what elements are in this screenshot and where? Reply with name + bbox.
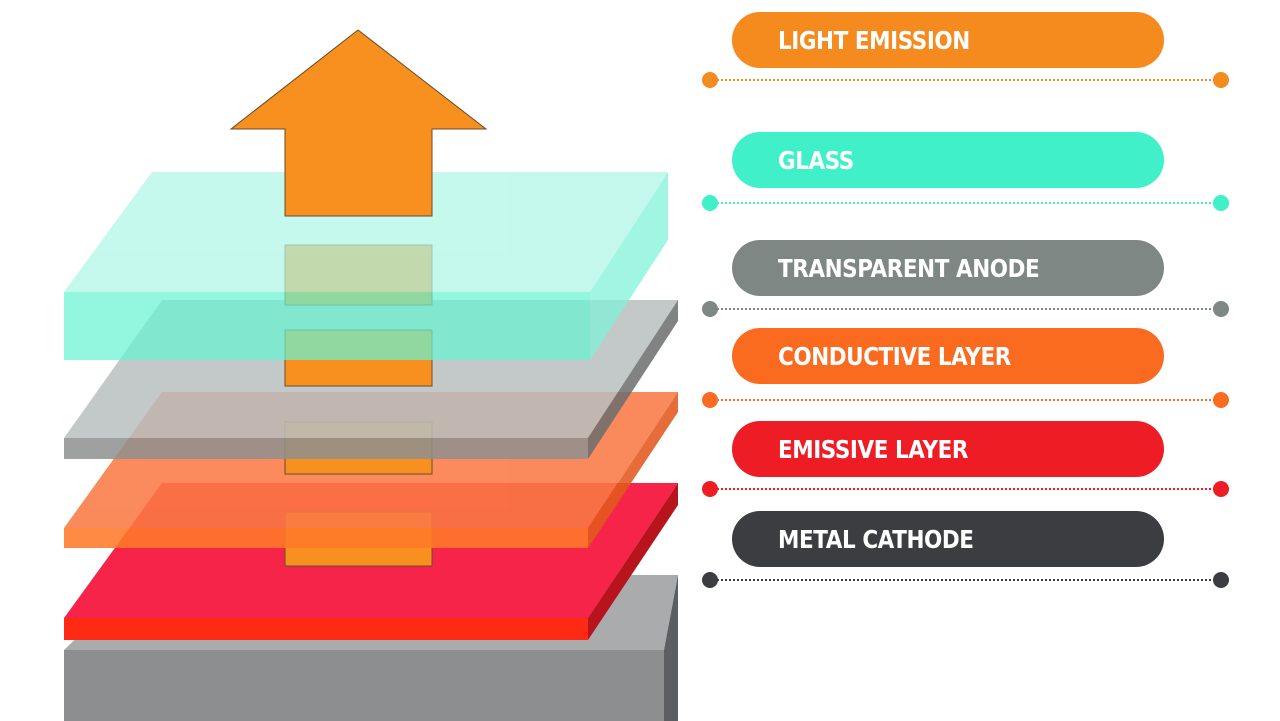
legend-connector-conductive-layer	[710, 399, 1222, 401]
legend-connector-light-emission	[710, 79, 1222, 81]
light-emission-arrow	[229, 29, 488, 217]
legend-pill-transparent-anode: TRANSPARENT ANODE	[732, 240, 1164, 296]
layer-glass	[64, 172, 668, 360]
legend-dot-end-transparent-anode	[1213, 301, 1229, 317]
legend-connector-glass	[710, 202, 1222, 204]
legend-pill-conductive-layer: CONDUCTIVE LAYER	[732, 328, 1164, 384]
layer-conductive-side	[588, 392, 678, 548]
arrow-head	[229, 29, 488, 217]
legend-dot-end-light-emission	[1213, 72, 1229, 88]
layer-glass-top	[64, 172, 668, 292]
layer-glass-front	[64, 292, 590, 360]
layer-transparent-anode-front	[64, 438, 588, 459]
oled-layer-stack	[64, 29, 678, 721]
legend-dot-start-metal-cathode	[702, 572, 718, 588]
legend-connector-transparent-anode	[710, 308, 1222, 310]
layer-conductive-front	[64, 528, 588, 548]
layer-glass-side	[590, 172, 668, 360]
legend-pill-light-emission: LIGHT EMISSION	[732, 12, 1164, 68]
layer-transparent-anode-side	[588, 300, 678, 459]
legend-dot-start-light-emission	[702, 72, 718, 88]
legend-dot-end-conductive-layer	[1213, 392, 1229, 408]
legend-pill-emissive-layer: EMISSIVE LAYER	[732, 421, 1164, 477]
layer-emissive-side	[588, 483, 678, 640]
legend-dot-start-conductive-layer	[702, 392, 718, 408]
legend-connector-metal-cathode	[710, 579, 1222, 581]
legend-label-glass: GLASS	[778, 145, 854, 175]
layer-metal-cathode-front	[64, 650, 664, 721]
layer-metal-cathode-side	[664, 575, 678, 721]
legend-dot-end-glass	[1213, 195, 1229, 211]
layer-emissive-front	[64, 618, 588, 640]
legend-pill-glass: GLASS	[732, 132, 1164, 188]
legend-connector-emissive-layer	[710, 488, 1222, 490]
legend-label-emissive-layer: EMISSIVE LAYER	[778, 434, 968, 464]
legend-dot-end-metal-cathode	[1213, 572, 1229, 588]
legend-label-conductive-layer: CONDUCTIVE LAYER	[778, 341, 1011, 371]
legend-dot-start-transparent-anode	[702, 301, 718, 317]
legend-pill-metal-cathode: METAL CATHODE	[732, 511, 1164, 567]
legend-dot-start-emissive-layer	[702, 481, 718, 497]
legend-dot-start-glass	[702, 195, 718, 211]
legend-label-metal-cathode: METAL CATHODE	[778, 524, 974, 554]
legend-dot-end-emissive-layer	[1213, 481, 1229, 497]
legend-label-light-emission: LIGHT EMISSION	[778, 25, 970, 55]
legend-label-transparent-anode: TRANSPARENT ANODE	[778, 253, 1040, 283]
